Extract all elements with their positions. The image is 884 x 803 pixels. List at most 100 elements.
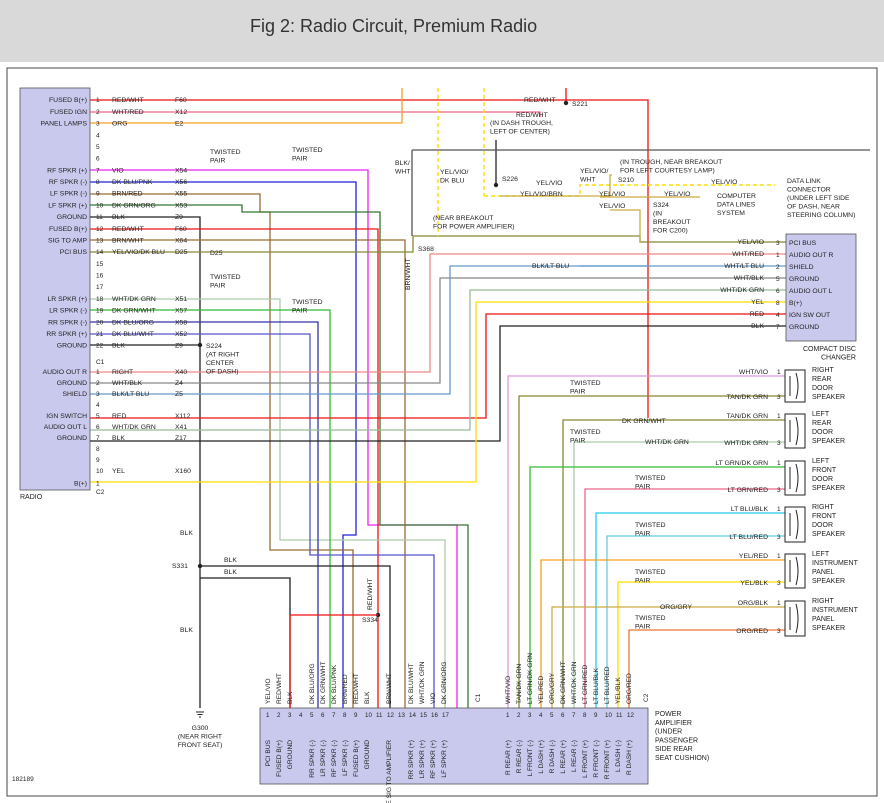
label-s324-line-0: S324 — [653, 202, 669, 209]
label-s221: S221 — [572, 101, 588, 108]
radio-c1-pin-number: 3 — [96, 121, 100, 128]
speaker-4 — [784, 506, 806, 543]
radio-c1-pin-number: 8 — [96, 179, 100, 186]
radio-c1-wire-color: DK BLU/WHT — [112, 331, 154, 338]
wire-brn-red-x55 — [90, 193, 354, 708]
amp-pin-number: 12 — [627, 712, 634, 719]
label-d25: D25 — [210, 250, 223, 257]
cd-pin-number: 6 — [776, 288, 780, 295]
amp-pin-number: 11 — [616, 712, 623, 719]
radio-c1-wire-color: DK BLU/PNK — [112, 179, 153, 186]
amp-wire-color: LT BLU/RED — [604, 666, 611, 704]
amp-wire-color: WHT/VIO — [505, 676, 512, 704]
amp-pin-name: ENABLE SIG TO AMPLIFIER — [386, 740, 393, 803]
speaker-label-line-1: REAR — [812, 420, 831, 427]
radio-c1b-wire-color: RIGHT — [112, 369, 133, 376]
radio-c1-pin-number: 14 — [96, 249, 104, 256]
radio-c1-pin-number: 4 — [96, 132, 100, 139]
label-yel-vio-1: YEL/VIO — [536, 180, 562, 187]
splice-s224-dot — [197, 342, 203, 348]
twisted-pair-label-7-line-1: PAIR — [635, 484, 650, 491]
cd-blk-lt-blu-label: BLK/LT BLU — [532, 263, 569, 270]
amp-pin-number: 10 — [365, 712, 372, 719]
speaker-pin-1: 1 — [777, 506, 781, 513]
amp-pin-number: 2 — [517, 712, 521, 719]
label-s224-line-2: CENTER — [206, 360, 234, 367]
speaker-label-line-0: LEFT — [812, 458, 830, 465]
speaker-top-wire-color: WHT/VIO — [739, 369, 768, 376]
twisted-pair-label-4-line-0: TWISTED — [292, 299, 323, 306]
radio-c1b-pin-number: 8 — [96, 446, 100, 453]
speaker-label-line-3: SPEAKER — [812, 485, 845, 492]
label-s226: S226 — [502, 176, 518, 183]
cd-wire-color: WHT/DK GRN — [720, 287, 764, 294]
speaker-3 — [784, 460, 806, 496]
radio-c1b-pin-number: 7 — [96, 435, 100, 442]
radio-c1-circuit: Z9 — [175, 214, 183, 221]
speaker-body — [784, 553, 806, 589]
radio-c1b-pin-name: SHIELD — [62, 391, 87, 398]
radio-c1-pin-number: 7 — [96, 167, 100, 174]
amp-pin-number: 4 — [539, 712, 543, 719]
radio-c1-wire-color: BRN/WHT — [112, 237, 144, 244]
cd-changer-label-line-1: CHANGER — [821, 355, 856, 362]
radio-c1b-pin-name: GROUND — [57, 435, 87, 442]
wire-audio-out-r — [90, 253, 786, 373]
twisted-pair-label-8-line-1: PAIR — [635, 531, 650, 538]
speaker-5 — [784, 553, 806, 589]
speaker-6 — [784, 600, 806, 637]
radio-c1-wire-color: BRN/RED — [112, 191, 143, 198]
radio-c1b-pin-name: GROUND — [57, 380, 87, 387]
amp-pin-number: 6 — [561, 712, 565, 719]
radio-c1-pin-name: PANEL LAMPS — [41, 121, 88, 128]
radio-c1-pin-number: 5 — [96, 144, 100, 151]
amp-pin-name: LF SPKR (-) — [342, 740, 349, 776]
radio-c1-pin-number: 1 — [96, 97, 100, 104]
wire-vio-x54 — [90, 169, 458, 708]
speaker-pin-1: 1 — [777, 413, 781, 420]
wire-blk-z9 — [90, 216, 201, 708]
label-dk-grn-wht-speaker: DK GRN/WHT — [622, 418, 666, 425]
radio-c1-pin-name: SIG TO AMP — [48, 237, 87, 244]
cd-pin-number: 5 — [776, 276, 780, 283]
speaker-label-line-0: LEFT — [812, 551, 830, 558]
speaker-body — [784, 369, 806, 403]
speaker-label-line-3: SPEAKER — [812, 438, 845, 445]
radio-c1-circuit: E2 — [175, 121, 184, 128]
amp-wire-color: DK BLU/PNK — [331, 664, 338, 704]
amp-pin-name: L REAR (-) — [571, 740, 578, 772]
speaker-body — [784, 413, 806, 449]
wire-red-wht-f60-amp — [90, 228, 379, 708]
twisted-pair-label-7-line-0: TWISTED — [635, 475, 666, 482]
radio-c1-circuit: X52 — [175, 331, 187, 338]
radio-c1-pin-number: 13 — [96, 237, 104, 244]
label-computer-data-line-2: SYSTEM — [717, 210, 745, 217]
twisted-pair-label-1-line-1: PAIR — [210, 158, 225, 165]
label-data-link-line-1: CONNECTOR — [787, 187, 831, 194]
radio-c1-pin-number: 20 — [96, 319, 104, 326]
amp-wire-color: DK GRN/WHT — [560, 662, 567, 705]
amp-pin-number: 5 — [310, 712, 314, 719]
radio-c1-pin-name: GROUND — [57, 214, 87, 221]
cd-pin-number: 7 — [776, 324, 780, 331]
radio-c1-wire-color: WHT/DK GRN — [112, 296, 156, 303]
speaker-bottom-wire-color: ORG/RED — [736, 628, 768, 635]
label-s224-line-3: OF DASH) — [206, 369, 238, 376]
amp-pin-name: R REAR (+) — [505, 740, 512, 775]
radio-c1-pin-number: 10 — [96, 202, 104, 209]
cd-changer-box — [785, 233, 857, 342]
amp-pin-number: 11 — [376, 712, 383, 719]
radio-c1b-pin-number: 2 — [96, 380, 100, 387]
radio-c1b-wire-color: WHT/DK GRN — [112, 424, 156, 431]
twisted-pair-label-10-line-1: PAIR — [635, 624, 650, 631]
label-yel-vio-brn: YEL/VIO/BRN — [520, 191, 563, 198]
speaker-icon — [789, 556, 799, 586]
radio-c1b-pin-number: 6 — [96, 424, 100, 431]
cd-pin-name: AUDIO OUT L — [789, 288, 833, 295]
speaker-pin-1: 1 — [777, 553, 781, 560]
radio-c1-pin-number: 11 — [96, 214, 103, 221]
amp-pin-number: 17 — [442, 712, 449, 719]
twisted-pair-label-5-line-0: TWISTED — [570, 380, 601, 387]
radio-c1-pin-number: 19 — [96, 308, 104, 315]
wire-blk-z17 — [90, 325, 786, 442]
